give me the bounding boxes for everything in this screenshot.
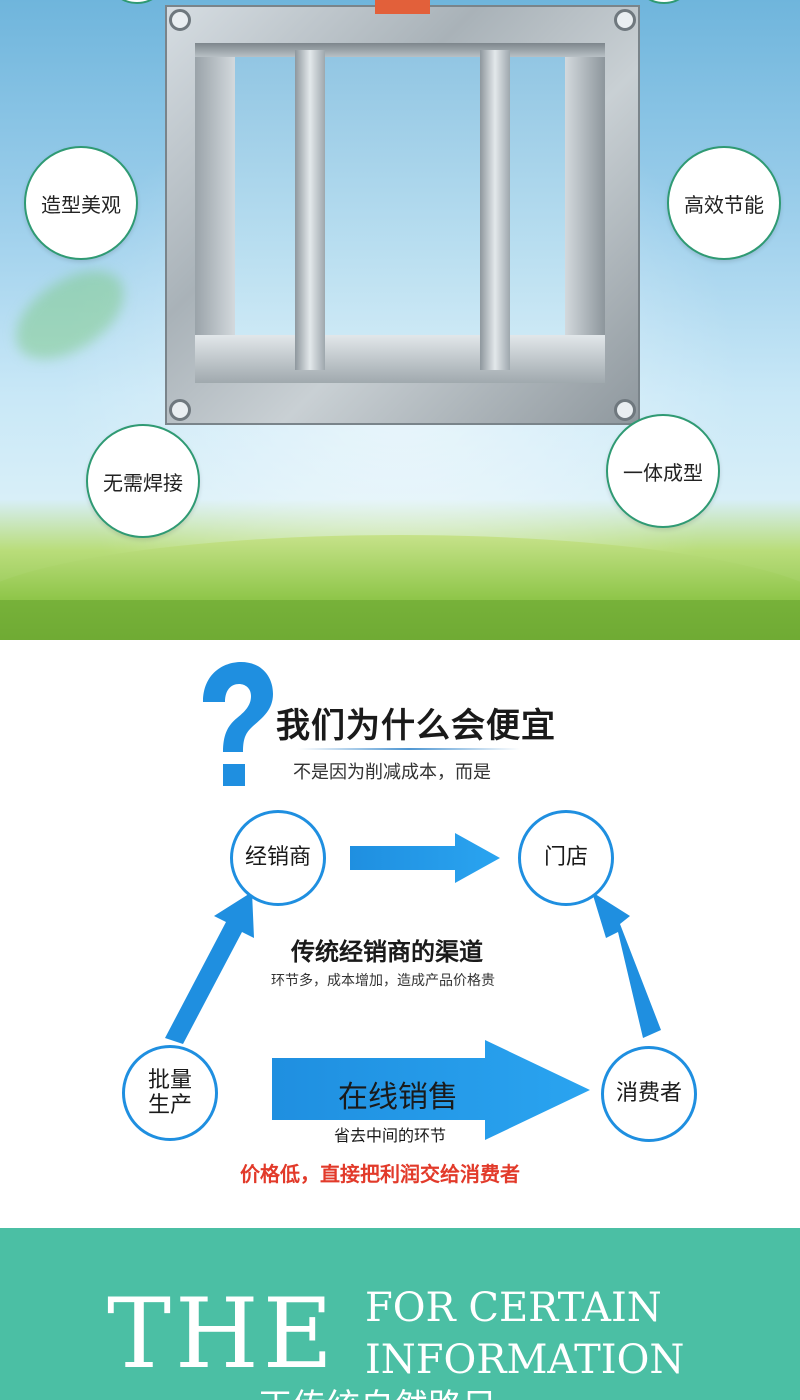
node-store: 门店 <box>518 810 614 906</box>
node-label: 门店 <box>543 845 588 871</box>
feature-bubble-appearance: 造型美观 <box>24 146 138 260</box>
damper-side-left <box>195 43 235 383</box>
diagram-title: 我们为什么会便宜 <box>276 706 556 746</box>
damper-bottom-bar <box>195 335 605 383</box>
arrow-consumer-to-store <box>592 892 661 1038</box>
damper-opening <box>195 43 605 383</box>
node-consumer: 消费者 <box>601 1046 697 1142</box>
damper-bolt-hole <box>169 9 191 31</box>
damper-side-right <box>565 43 605 383</box>
damper-blade <box>480 50 510 370</box>
feature-bubble-energy: 高效节能 <box>667 146 781 260</box>
feature-label: 造型美观 <box>41 192 121 217</box>
question-mark-icon <box>195 660 275 790</box>
feature-label: 无需焊接 <box>103 470 183 495</box>
traditional-channel-title: 传统经销商的渠道 <box>291 938 483 966</box>
node-dealer: 经销商 <box>230 810 326 906</box>
low-price-note: 价格低，直接把利润交给消费者 <box>240 1162 520 1186</box>
feature-bubble-no-welding: 无需焊接 <box>86 424 200 538</box>
info-banner: THE FOR CERTAIN INFORMATION 正传统自然路足 <box>0 1228 800 1400</box>
node-label: 经销商 <box>244 845 311 871</box>
product-hero: 造型美观 高效节能 无需焊接 一体成型 <box>0 0 800 640</box>
node-label: 批量生产 <box>147 1067 192 1118</box>
node-label: 消费者 <box>615 1081 682 1107</box>
damper-bolt-hole <box>614 9 636 31</box>
traditional-channel-subtitle: 环节多，成本增加，造成产品价格贵 <box>271 973 495 989</box>
banner-line-1: FOR CERTAIN <box>365 1285 662 1331</box>
banner-line-2: INFORMATION <box>365 1337 685 1383</box>
damper-blade <box>295 50 325 370</box>
banner-chinese-text: 正传统自然路足 <box>258 1390 496 1400</box>
node-batch-production: 批量生产 <box>122 1045 218 1141</box>
arrow-batch-to-dealer <box>165 892 254 1044</box>
damper-bolt-hole <box>169 399 191 421</box>
damper-handle <box>375 0 430 14</box>
grass-base <box>0 600 800 640</box>
damper-product-image <box>165 0 640 425</box>
online-sales-subtitle: 省去中间的环节 <box>334 1126 447 1145</box>
feature-label: 高效节能 <box>684 192 764 217</box>
arrow-online-sales <box>272 1040 590 1140</box>
damper-top-bar <box>195 43 605 57</box>
banner-the: THE <box>107 1278 337 1390</box>
title-underline <box>298 748 520 750</box>
flow-arrows <box>165 833 661 1140</box>
arrow-dealer-to-store <box>350 833 500 883</box>
why-cheap-diagram: 我们为什么会便宜 不是因为削减成本，而是 经销商 门店 批量生产 消费者 传统经… <box>0 640 800 1228</box>
online-sales-title: 在线销售 <box>338 1080 458 1115</box>
diagram-subtitle: 不是因为削减成本，而是 <box>293 762 491 783</box>
feature-label: 一体成型 <box>623 460 703 485</box>
damper-bolt-hole <box>614 399 636 421</box>
feature-bubble-integrated: 一体成型 <box>606 414 720 528</box>
